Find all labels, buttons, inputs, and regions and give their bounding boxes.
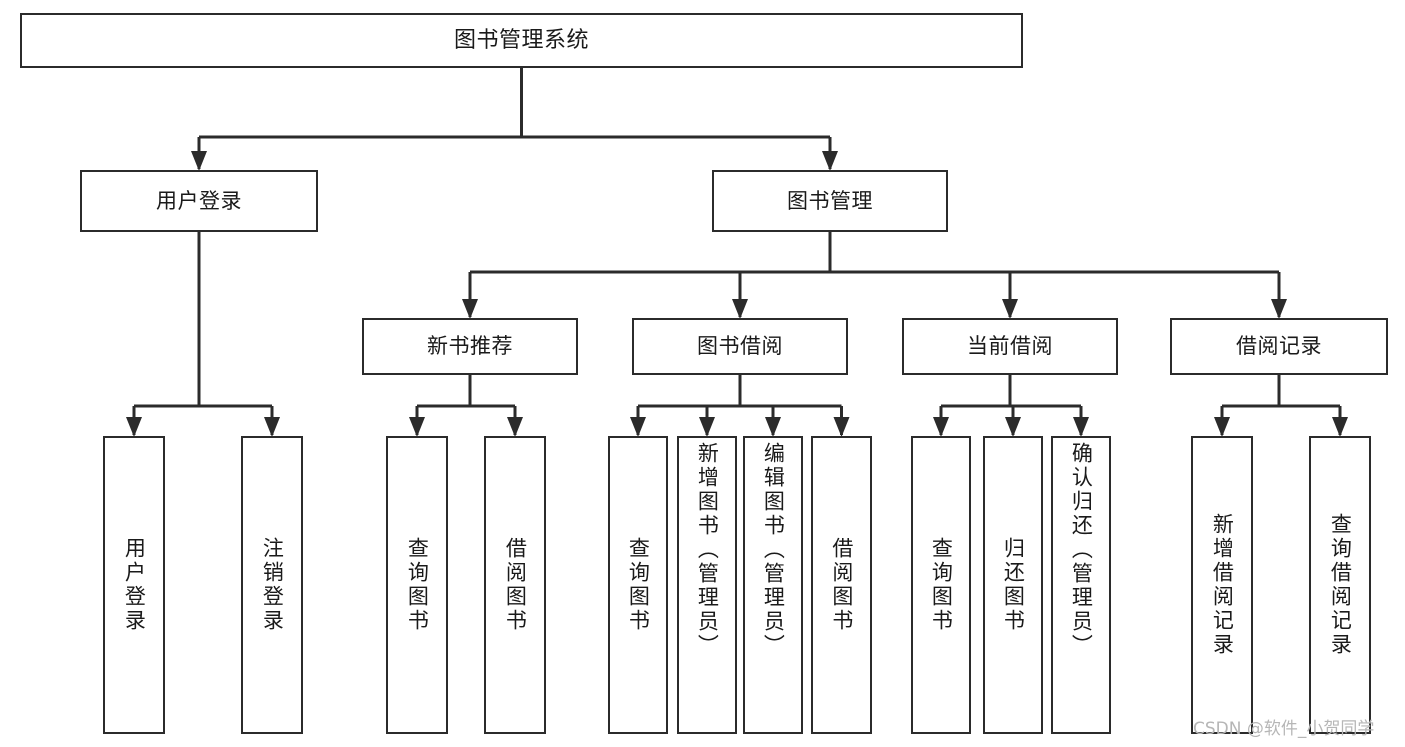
arrowhead-icon <box>765 417 781 437</box>
node-leaf_1[interactable]: 注销登录 <box>241 436 303 734</box>
arrowhead-icon <box>1332 417 1348 437</box>
node-l2_0[interactable]: 新书推荐 <box>362 318 578 375</box>
arrowhead-icon <box>1073 417 1089 437</box>
node-label: 用户登录 <box>122 537 147 633</box>
node-root[interactable]: 图书管理系统 <box>20 13 1023 68</box>
arrowhead-icon <box>1002 299 1018 319</box>
node-label: 图书借阅 <box>697 334 783 359</box>
node-label: 查询借阅记录 <box>1328 513 1353 657</box>
node-label: 当前借阅 <box>967 334 1053 359</box>
node-leaf_11[interactable]: 新增借阅记录 <box>1191 436 1253 734</box>
arrowhead-icon <box>1271 299 1287 319</box>
arrowhead-icon <box>191 151 207 171</box>
node-label: 借阅图书 <box>829 537 854 633</box>
arrowhead-icon <box>732 299 748 319</box>
node-l2_2[interactable]: 当前借阅 <box>902 318 1118 375</box>
node-label: 用户登录 <box>156 188 242 213</box>
node-leaf_10[interactable]: 确认归还（管理员） <box>1051 436 1111 734</box>
node-leaf_7[interactable]: 借阅图书 <box>811 436 872 734</box>
node-leaf_0[interactable]: 用户登录 <box>103 436 165 734</box>
arrowhead-icon <box>822 151 838 171</box>
node-leaf_5[interactable]: 新增图书（管理员） <box>677 436 737 734</box>
node-l1_0[interactable]: 用户登录 <box>80 170 318 232</box>
arrowhead-icon <box>409 417 425 437</box>
csdn-watermark: CSDN @软件_小贺同学 <box>1193 719 1375 739</box>
arrowhead-icon <box>630 417 646 437</box>
node-label: 归还图书 <box>1001 537 1026 633</box>
arrowhead-icon <box>699 417 715 437</box>
node-label: 图书管理 <box>787 188 873 213</box>
node-label: 注销登录 <box>260 537 285 633</box>
node-label: 新增借阅记录 <box>1210 513 1235 657</box>
node-label: 确认归还（管理员） <box>1069 442 1094 658</box>
arrowhead-icon <box>126 417 142 437</box>
node-leaf_12[interactable]: 查询借阅记录 <box>1309 436 1371 734</box>
node-label: 借阅图书 <box>503 537 528 633</box>
node-label: 查询图书 <box>929 537 954 633</box>
node-label: 查询图书 <box>626 537 651 633</box>
node-label: 新书推荐 <box>427 334 513 359</box>
node-label: 借阅记录 <box>1236 334 1322 359</box>
node-leaf_2[interactable]: 查询图书 <box>386 436 448 734</box>
node-leaf_6[interactable]: 编辑图书（管理员） <box>743 436 803 734</box>
node-leaf_8[interactable]: 查询图书 <box>911 436 971 734</box>
arrowhead-icon <box>264 417 280 437</box>
node-label: 查询图书 <box>405 537 430 633</box>
node-label: 图书管理系统 <box>453 27 589 53</box>
node-l2_1[interactable]: 图书借阅 <box>632 318 848 375</box>
node-leaf_9[interactable]: 归还图书 <box>983 436 1043 734</box>
node-leaf_3[interactable]: 借阅图书 <box>484 436 546 734</box>
arrowhead-icon <box>462 299 478 319</box>
arrowhead-icon <box>1214 417 1230 437</box>
arrowhead-icon <box>507 417 523 437</box>
node-l1_1[interactable]: 图书管理 <box>712 170 948 232</box>
node-leaf_4[interactable]: 查询图书 <box>608 436 668 734</box>
arrowhead-icon <box>933 417 949 437</box>
node-l2_3[interactable]: 借阅记录 <box>1170 318 1388 375</box>
node-label: 编辑图书（管理员） <box>761 442 786 658</box>
arrowhead-icon <box>833 417 850 437</box>
node-label: 新增图书（管理员） <box>695 442 720 658</box>
arrowhead-icon <box>1005 417 1021 437</box>
